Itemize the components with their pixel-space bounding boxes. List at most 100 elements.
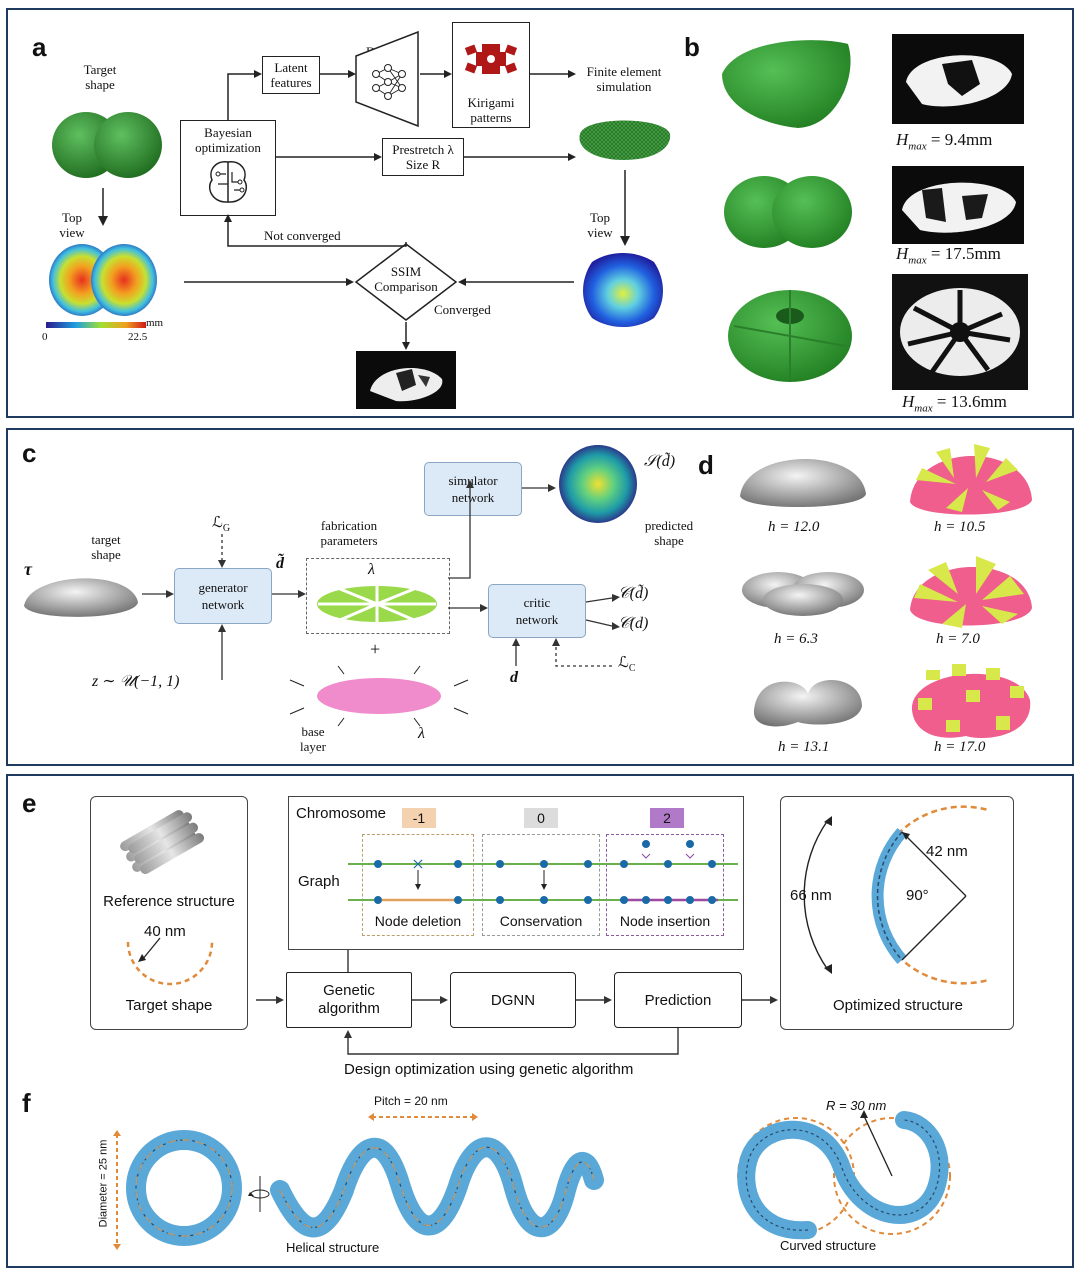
latent-features-box: Latent features	[262, 56, 320, 94]
curved-structure-label: Curved structure	[780, 1238, 877, 1253]
predicted-shape-label: predicted shape	[644, 518, 694, 548]
down-arrow	[98, 188, 108, 226]
colorbar-min: 0	[42, 331, 48, 343]
c-dtilde-label: 𝒞(d̃)	[618, 585, 649, 602]
top-view-label-left: Top view	[59, 210, 85, 240]
connectors-c	[142, 480, 620, 680]
reference-bundle	[120, 810, 205, 875]
dome-grey-2	[742, 572, 864, 616]
lg-label: ℒG	[212, 515, 231, 535]
dome-pink-2	[910, 556, 1032, 628]
target-dome	[24, 578, 138, 617]
colorbar	[46, 322, 146, 328]
diameter-label: Diameter = 25 nm	[97, 1139, 110, 1228]
panel-cd: c d τ target shape generator network ℒG …	[6, 428, 1074, 766]
dome-pink-3	[911, 664, 1031, 739]
chromosome-box	[288, 796, 744, 950]
tau-symbol: τ	[24, 559, 32, 579]
target-arc	[126, 937, 214, 986]
panel-e-label: e	[22, 788, 37, 818]
simulated-top-view	[583, 253, 663, 327]
h-value-4: h = 7.0	[936, 631, 980, 647]
lambda-top: λ	[368, 561, 375, 578]
panel-f-label: f	[22, 1088, 31, 1118]
fem-down-arrow	[620, 170, 630, 246]
critic-network-box: critic network	[488, 584, 586, 638]
target-shape-label: Target shape	[83, 62, 117, 92]
dome-pink-1	[910, 444, 1032, 515]
op-box-deletion	[362, 834, 474, 936]
d-tilde-label: d̃	[276, 555, 284, 572]
z-noise-label: z ∼ 𝒰(−1, 1)	[92, 673, 180, 690]
target-dim-label: 40 nm	[144, 923, 186, 940]
optimized-arc	[803, 805, 989, 985]
connectors-a	[184, 70, 576, 350]
dgnn-box: DGNN	[450, 972, 576, 1028]
h-value-6: h = 17.0	[934, 739, 986, 755]
kirigami-photo-2	[892, 166, 1024, 244]
h-value-1: h = 12.0	[768, 519, 820, 535]
angle-label: 90°	[906, 887, 929, 904]
kirigami-pattern-icon	[464, 44, 518, 74]
panel-c-label: c	[22, 438, 37, 468]
connectors-e	[256, 950, 778, 1055]
prediction-box: Prediction	[614, 972, 742, 1028]
optimized-structure-label: Optimized structure	[832, 997, 964, 1014]
base-layer	[289, 665, 469, 727]
chrom-value-neg1: -1	[402, 808, 436, 828]
op-node-insertion: Node insertion	[619, 913, 711, 929]
panel-a-label: a	[32, 32, 47, 62]
fabrication-label: fabrication parameters	[320, 518, 378, 548]
h-value-5: h = 13.1	[778, 739, 830, 755]
converged-label: Converged	[434, 302, 491, 317]
chrom-value-0: 0	[524, 808, 558, 828]
s-dtilde-label: 𝒮(d̃)	[644, 453, 676, 470]
target-shape-e-label: Target shape	[125, 997, 213, 1014]
hmax-2: Hmax = 17.5mm	[896, 244, 1001, 267]
dome-grey-3	[753, 680, 862, 727]
decoder-network-icon	[355, 30, 419, 128]
curved-radius-label: R = 30 nm	[826, 1098, 887, 1113]
panel-ef: e Reference structure 40 nm Target shape…	[6, 774, 1074, 1268]
green-shape-2	[724, 176, 852, 248]
h-value-3: h = 6.3	[774, 631, 818, 647]
top-view-label-right: Top view	[587, 210, 613, 240]
kirigami-box: Kirigami patterns	[452, 22, 530, 128]
base-layer-label: base layer	[300, 724, 326, 754]
green-shape-3	[728, 290, 852, 382]
hmax-3: Hmax = 13.6mm	[902, 392, 1007, 415]
loop-label: Design optimization using genetic algori…	[344, 1061, 634, 1078]
graph-lines	[348, 840, 738, 904]
green-shape-1	[722, 40, 851, 128]
ring-structure	[126, 1130, 242, 1246]
h-value-2: h = 10.5	[934, 519, 986, 535]
graph-label: Graph	[298, 873, 340, 890]
c-d-label: 𝒞(d)	[618, 615, 649, 632]
kirigami-photo-1	[892, 34, 1024, 124]
helical-structure-label: Helical structure	[286, 1240, 380, 1255]
op-box-insertion	[606, 834, 724, 936]
chrom-value-2: 2	[650, 808, 684, 828]
op-node-deletion: Node deletion	[374, 913, 462, 929]
ssim-diamond	[354, 243, 458, 321]
op-box-conservation	[482, 834, 600, 936]
fem-mesh-shape	[579, 120, 671, 160]
reference-structure-label: Reference structure	[103, 893, 235, 910]
top-view-heatmap	[48, 242, 158, 320]
colorbar-unit: mm	[146, 317, 164, 329]
genetic-algorithm-box: Genetic algorithm	[286, 972, 412, 1028]
generator-network-box: generator network	[174, 568, 272, 624]
prestretch-box: Prestretch λ Size R	[382, 138, 464, 176]
result-photo-a	[356, 351, 456, 409]
curved-structure	[737, 1110, 951, 1240]
diameter-arrow	[113, 1130, 121, 1250]
chromosome-label: Chromosome	[296, 805, 387, 822]
arc-length-label: 66 nm	[790, 887, 832, 904]
op-conservation: Conservation	[499, 913, 583, 929]
not-converged-label: Not converged	[264, 228, 341, 243]
target-shape-c: target shape	[91, 532, 121, 562]
radius-label: 42 nm	[926, 843, 968, 860]
colorbar-max: 22.5	[128, 331, 148, 343]
panel-ab: a b Target shape Top view mm 0 22.5 Baye…	[6, 8, 1074, 418]
hmax-1: Hmax = 9.4mm	[896, 130, 993, 153]
